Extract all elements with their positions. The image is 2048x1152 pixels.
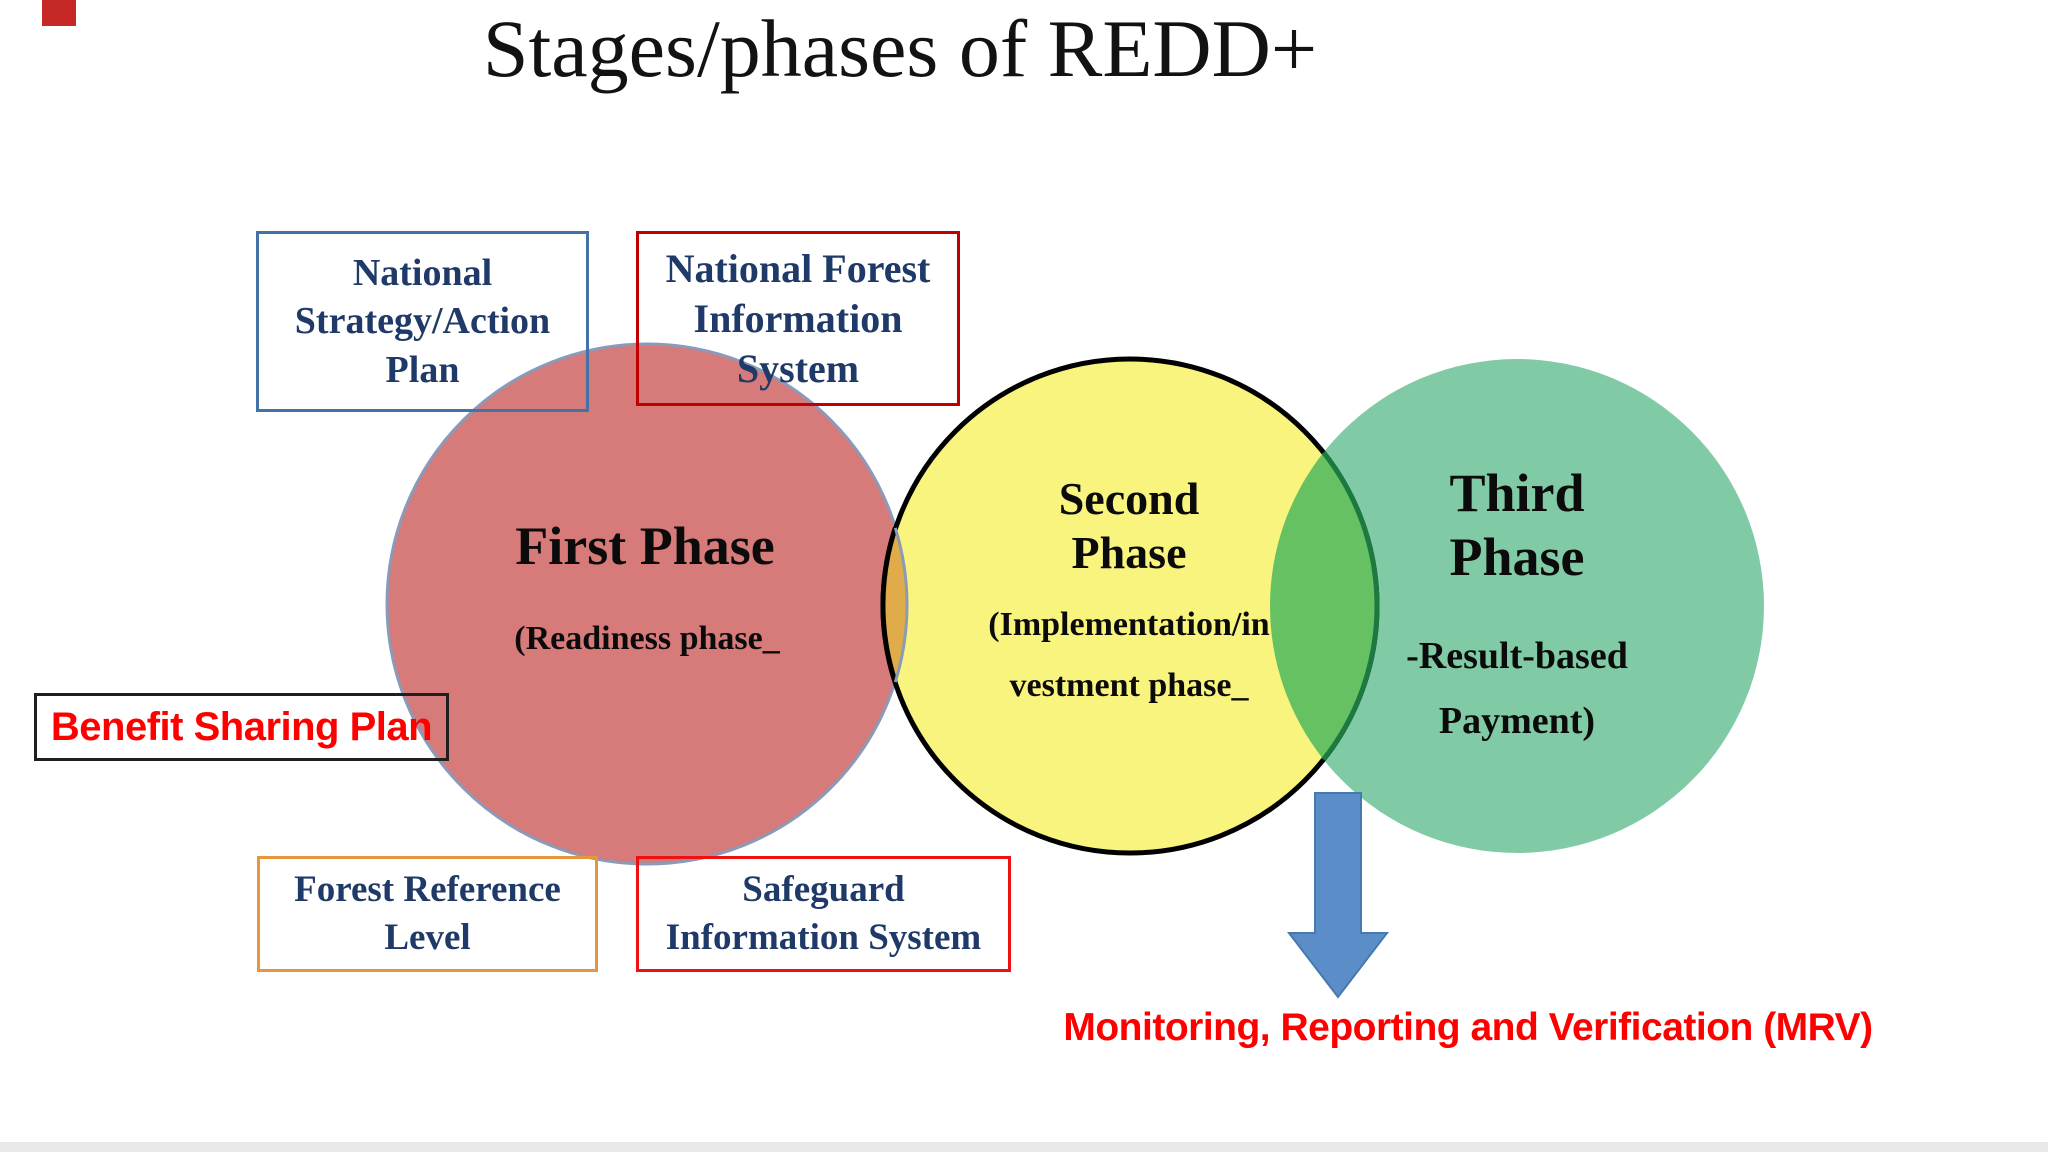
- national-strategy-action-plan-box: National Strategy/Action Plan: [256, 231, 589, 412]
- first-phase-title: First Phase: [515, 516, 775, 576]
- first-phase-subtitle: (Readiness phase_: [514, 620, 780, 657]
- third-phase-title-line2: Phase: [1449, 526, 1585, 587]
- overlap-second-third-right-edge: [1321, 450, 1380, 762]
- second-phase-subtitle-line1: (Implementation/in: [988, 606, 1270, 643]
- benefit-sharing-plan-label: Benefit Sharing Plan: [50, 704, 433, 749]
- nsap-line2: Strategy/Action: [294, 300, 551, 343]
- second-phase-subtitle-line2: vestment phase_: [1009, 667, 1249, 705]
- forest-reference-level-box: Forest Reference Level: [257, 856, 598, 972]
- mrv-caption: Monitoring, Reporting and Verification (…: [1063, 1006, 1873, 1049]
- bottom-edge-strip: [0, 1142, 2048, 1152]
- second-phase-title-line2: Phase: [1071, 527, 1187, 579]
- third-phase-title: Third Phase: [1367, 462, 1667, 589]
- frl-line2: Level: [384, 917, 471, 958]
- nfis-line3: System: [736, 345, 860, 391]
- overlap-first-second-left-edge: [880, 527, 898, 683]
- overlap-first-second: [882, 527, 907, 683]
- second-phase-title: Second Phase: [979, 472, 1279, 581]
- frl-line1: Forest Reference: [294, 868, 561, 910]
- safeguard-information-system-box: Safeguard Information System: [636, 856, 1011, 972]
- sis-line1: Safeguard: [742, 868, 905, 910]
- first-phase-circle: [385, 342, 909, 866]
- nfis-line2: Information: [693, 295, 903, 341]
- benefit-sharing-plan-box: Benefit Sharing Plan: [34, 693, 449, 761]
- corner-red-mark: [42, 0, 76, 26]
- second-phase-subtitle: (Implementation/in vestment phase_: [929, 594, 1329, 716]
- third-phase-subtitle-line2: Payment): [1438, 700, 1596, 743]
- down-arrow-icon: [1286, 792, 1390, 999]
- second-phase-title-line1: Second: [1058, 473, 1200, 524]
- nsap-line1: National: [352, 251, 493, 294]
- nsap-line3: Plan: [385, 348, 460, 391]
- third-phase-subtitle: -Result-based Payment): [1342, 624, 1692, 755]
- overlap-second-third: [1270, 452, 1377, 760]
- overlap-first-second-right-edge: [893, 527, 909, 683]
- slide-title: Stages/phases of REDD+: [482, 3, 1318, 94]
- nfis-line1: National Forest: [665, 245, 931, 291]
- third-phase-circle: [1270, 359, 1764, 853]
- sis-line2: Information System: [665, 917, 982, 958]
- third-phase-title-line1: Third: [1449, 463, 1585, 523]
- national-forest-information-system-box: National Forest Information System: [636, 231, 960, 406]
- third-phase-subtitle-line1: -Result-based: [1406, 635, 1628, 677]
